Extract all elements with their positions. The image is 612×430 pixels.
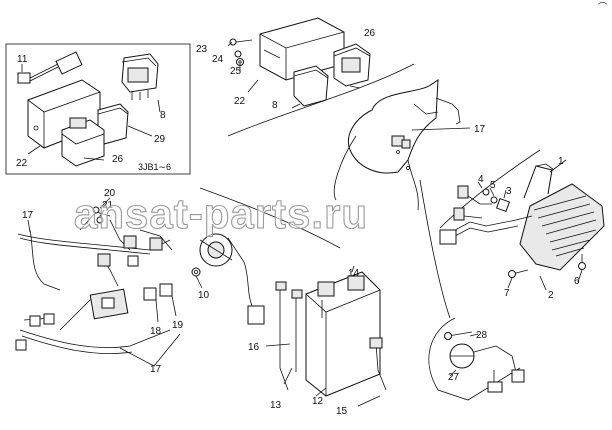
wire-connector-11 — [17, 51, 83, 84]
callout-22: 22 — [234, 96, 246, 107]
callout-6: 6 — [574, 276, 580, 287]
callout-3: 3 — [506, 186, 512, 197]
cdi-unit-top — [259, 17, 345, 81]
callout-22-inset: 22 — [16, 158, 28, 169]
callout-20: 20 — [104, 188, 116, 199]
callouts: 1 2 3 4 5 6 7 8 8 10 11 12 13 14 15 16 1… — [16, 2, 607, 417]
watermark-text: ansat-parts.ru — [74, 190, 368, 237]
callout-7: 7 — [504, 288, 510, 299]
callout-24: 24 — [212, 54, 224, 65]
callout-17-bottom: 17 — [150, 364, 162, 375]
starter-relay — [191, 233, 265, 325]
callout-26-inset: 26 — [112, 154, 124, 165]
relay-26-top — [333, 43, 371, 87]
callout-18: 18 — [150, 326, 162, 337]
wiring-harness — [15, 206, 173, 355]
callout-1: 1 — [558, 156, 564, 167]
flasher-relay-inset — [61, 117, 105, 167]
callout-19: 19 — [172, 320, 184, 331]
callout-14: 14 — [348, 268, 360, 279]
callout-17-left: 17 — [22, 210, 34, 221]
rectifier-regulator — [519, 163, 605, 271]
callout-13: 13 — [270, 400, 282, 411]
frame-bracket — [333, 79, 461, 211]
callout-4: 4 — [478, 174, 484, 185]
battery-leads — [275, 281, 387, 391]
inset-box — [5, 43, 191, 175]
screw-washer-23-25 — [229, 38, 253, 66]
callout-8-inset: 8 — [160, 110, 166, 121]
callout-26: 26 — [364, 28, 376, 39]
callout-27: 27 — [448, 372, 460, 383]
relay-inset — [121, 53, 159, 100]
callout-17-top: 17 — [474, 124, 486, 135]
callout-21: 21 — [102, 200, 114, 211]
bolts-right — [482, 188, 586, 278]
relay-8-top — [293, 65, 329, 107]
callout-11: 11 — [17, 54, 28, 65]
callout-10: 10 — [198, 290, 210, 301]
switch-27 — [444, 331, 525, 393]
corner-mark: ⌒ — [598, 2, 607, 12]
callout-12: 12 — [312, 396, 324, 407]
divider-lines — [199, 63, 541, 401]
callout-29: 29 — [154, 134, 166, 145]
callout-15: 15 — [336, 406, 348, 417]
callout-5: 5 — [490, 180, 496, 191]
callout-16: 16 — [248, 342, 260, 353]
callout-8: 8 — [272, 100, 278, 111]
wiring-lead-right — [439, 185, 533, 245]
callout-25: 25 — [230, 66, 242, 77]
battery — [305, 271, 381, 397]
inset-model-note: 3JB1∼6 — [138, 162, 171, 172]
callout-28: 28 — [476, 330, 488, 341]
callout-2: 2 — [548, 290, 554, 301]
callout-23: 23 — [196, 44, 208, 55]
